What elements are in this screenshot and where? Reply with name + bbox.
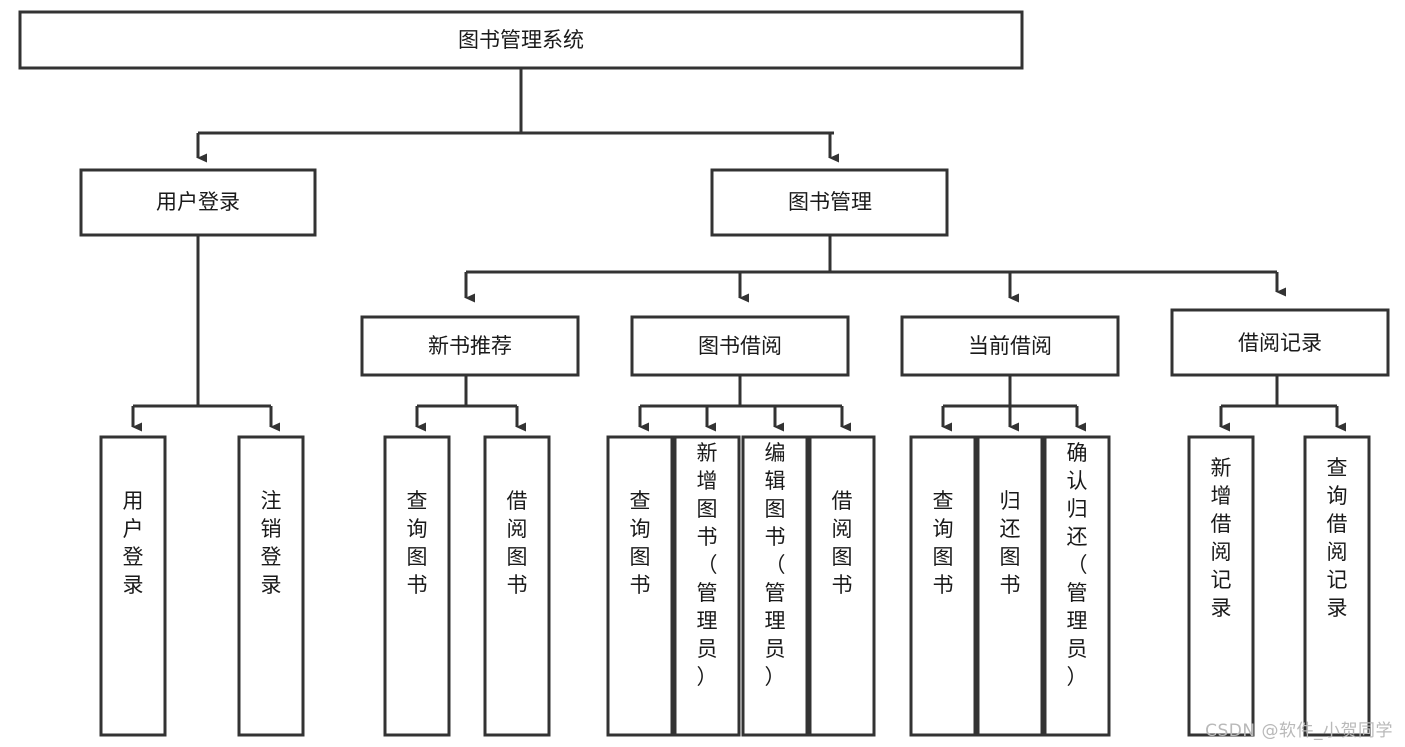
leaf-query-book-1-label: 查询图书 (407, 489, 428, 597)
leaf-edit-book[interactable]: 编辑图书（管理员） (741, 435, 809, 737)
node-current-borrow-label: 当前借阅 (968, 334, 1052, 358)
leaf-user-login-label: 用户登录 (123, 489, 144, 597)
leaf-query-book-1[interactable]: 查询图书 (383, 435, 451, 737)
leaf-borrow-book-2-box[interactable] (808, 435, 876, 737)
leaf-query-record-label: 查询借阅记录 (1327, 456, 1348, 620)
node-book-manage-label: 图书管理 (788, 190, 872, 214)
leaf-confirm-return[interactable]: 确认归还（管理员） (1043, 435, 1111, 737)
watermark-text: CSDN @软件_小贺同学 (1205, 721, 1393, 741)
node-user-login-label: 用户登录 (156, 190, 240, 214)
leaf-user-logout-box[interactable] (237, 435, 305, 737)
node-root-box[interactable] (18, 10, 1024, 70)
leaf-return-book-box[interactable] (976, 435, 1044, 737)
node-borrow-record-box[interactable] (1170, 308, 1390, 377)
leaf-confirm-return-label: 确认归还（管理员） (1067, 441, 1088, 689)
node-current-borrow-box[interactable] (900, 315, 1120, 377)
node-borrow-record-label: 借阅记录 (1238, 331, 1322, 355)
leaf-borrow-book-1[interactable]: 借阅图书 (483, 435, 551, 737)
node-borrow-record[interactable]: 借阅记录 (1170, 308, 1390, 377)
leaf-add-book[interactable]: 新增图书（管理员） (673, 435, 741, 737)
leaf-borrow-book-1-label: 借阅图书 (507, 489, 528, 597)
leaf-return-book[interactable]: 归还图书 (976, 435, 1044, 737)
leaf-query-book-2-box[interactable] (606, 435, 674, 737)
leaf-add-book-box[interactable] (673, 435, 741, 737)
leaf-edit-book-box[interactable] (741, 435, 809, 737)
leaf-add-record[interactable]: 新增借阅记录 (1187, 435, 1255, 737)
node-new-book-recommend[interactable]: 新书推荐 (360, 315, 580, 377)
leaf-query-book-2-label: 查询图书 (630, 489, 651, 597)
leaf-add-book-label: 新增图书（管理员） (697, 441, 718, 689)
leaf-query-record[interactable]: 查询借阅记录 (1303, 435, 1371, 737)
leaf-query-book-3-box[interactable] (909, 435, 977, 737)
leaf-user-login-box[interactable] (99, 435, 167, 737)
leaf-query-book-3-label: 查询图书 (933, 489, 954, 597)
node-new-book-recommend-label: 新书推荐 (428, 334, 512, 358)
leaf-user-login[interactable]: 用户登录 (99, 435, 167, 737)
leaf-edit-book-label: 编辑图书（管理员） (765, 441, 786, 689)
leaf-add-record-box[interactable] (1187, 435, 1255, 737)
node-user-login-box[interactable] (79, 168, 317, 237)
leaf-query-record-box[interactable] (1303, 435, 1371, 737)
leaf-user-logout-label: 注销登录 (261, 489, 282, 597)
node-book-borrow[interactable]: 图书借阅 (630, 315, 850, 377)
leaf-query-book-1-box[interactable] (383, 435, 451, 737)
leaf-confirm-return-box[interactable] (1043, 435, 1111, 737)
node-root-label: 图书管理系统 (458, 28, 584, 52)
leaf-query-book-2[interactable]: 查询图书 (606, 435, 674, 737)
node-root[interactable]: 图书管理系统 (18, 10, 1024, 70)
leaf-borrow-book-2[interactable]: 借阅图书 (808, 435, 876, 737)
edges-layer (131, 68, 1346, 432)
node-book-manage[interactable]: 图书管理 (710, 168, 949, 237)
leaf-borrow-book-2-label: 借阅图书 (832, 489, 853, 597)
leaf-user-logout[interactable]: 注销登录 (237, 435, 305, 737)
node-book-manage-box[interactable] (710, 168, 949, 237)
node-book-borrow-box[interactable] (630, 315, 850, 377)
node-current-borrow[interactable]: 当前借阅 (900, 315, 1120, 377)
node-new-book-recommend-box[interactable] (360, 315, 580, 377)
node-user-login[interactable]: 用户登录 (79, 168, 317, 237)
leaf-query-book-3[interactable]: 查询图书 (909, 435, 977, 737)
leaf-borrow-book-1-box[interactable] (483, 435, 551, 737)
node-book-borrow-label: 图书借阅 (698, 334, 782, 358)
leaf-return-book-label: 归还图书 (1000, 489, 1021, 597)
leaf-add-record-label: 新增借阅记录 (1211, 456, 1232, 620)
